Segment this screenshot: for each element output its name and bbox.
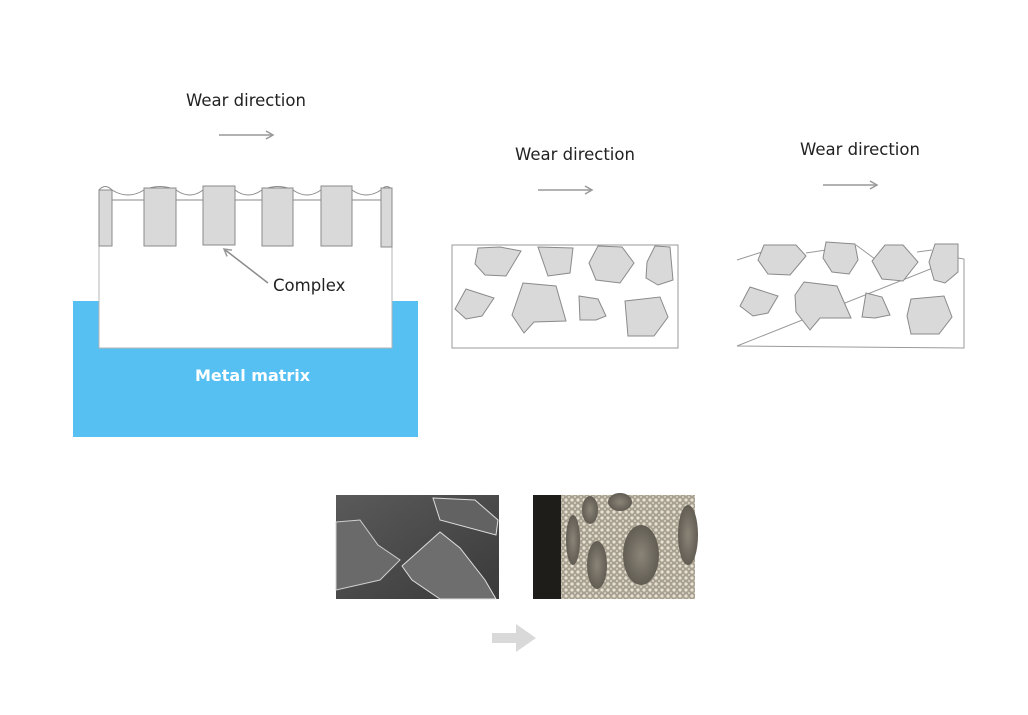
wear-direction-label: Wear direction: [186, 91, 306, 110]
metal-matrix-label: Metal matrix: [195, 366, 311, 385]
wear-direction-label: Wear direction: [800, 140, 920, 159]
porous-surface-photo: [533, 493, 698, 599]
panel-matrix-wear: Wear direction Complex Metal matrix: [73, 91, 418, 437]
panel-protruding-particles: Wear direction: [736, 140, 965, 349]
sem-particles-photo: [335, 495, 499, 600]
complex-label: Complex: [273, 276, 346, 295]
complex-particles: [98, 185, 393, 248]
panel-embedded-particles: Wear direction: [451, 145, 679, 349]
particles: [454, 245, 674, 337]
transition-arrow-icon: [492, 624, 536, 652]
worn-coating-block: [736, 244, 965, 349]
complex-pointer-arrow-icon: [222, 248, 269, 284]
wear-direction-label: Wear direction: [515, 145, 635, 164]
particles: [739, 241, 959, 335]
